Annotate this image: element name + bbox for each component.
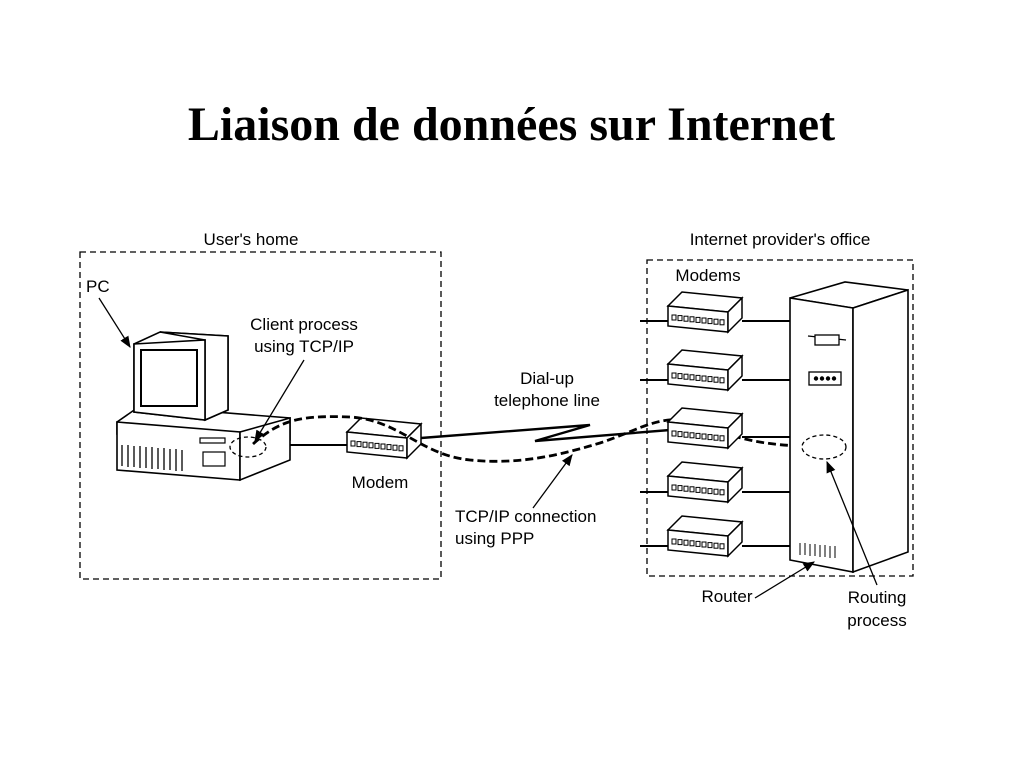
- home-modem-label: Modem: [352, 473, 409, 492]
- users-home-region: [79, 251, 442, 580]
- dialup-label-line2: telephone line: [494, 391, 600, 410]
- routing-process-ellipse: [801, 434, 847, 460]
- routing-process-label-line1: Routing: [848, 588, 907, 607]
- page-title: Liaison de données sur Internet: [187, 98, 836, 151]
- routing-process-arrow: [826, 460, 878, 586]
- provider-modem-3: [667, 407, 790, 449]
- telephone-line: [420, 423, 671, 443]
- provider-modem-4: [640, 461, 790, 503]
- tcpip-label-line1: TCP/IP connection: [455, 507, 596, 526]
- provider-modem-2: [640, 349, 790, 391]
- pc-icon: [116, 331, 291, 482]
- client-process-arrow: [254, 359, 305, 443]
- provider-modem-5: [640, 515, 790, 557]
- client-process-label-line1: Client process: [250, 315, 358, 334]
- router-icon: [789, 281, 909, 574]
- routing-process-label-line2: process: [847, 611, 907, 630]
- tcpip-arrow: [532, 454, 573, 509]
- modems-label: Modems: [675, 266, 740, 285]
- router-label: Router: [701, 587, 752, 606]
- pc-arrow: [98, 297, 131, 348]
- provider-modem-1: [640, 291, 790, 333]
- provider-office-region: [646, 259, 914, 577]
- router-arrow: [754, 561, 815, 599]
- pc-label: PC: [86, 277, 110, 296]
- client-process-ellipse: [229, 436, 267, 458]
- dialup-label-line1: Dial-up: [520, 369, 574, 388]
- client-process-label-line2: using TCP/IP: [254, 337, 354, 356]
- provider-office-label: Internet provider's office: [690, 230, 871, 249]
- users-home-label: User's home: [204, 230, 299, 249]
- tcpip-label-line2: using PPP: [455, 529, 534, 548]
